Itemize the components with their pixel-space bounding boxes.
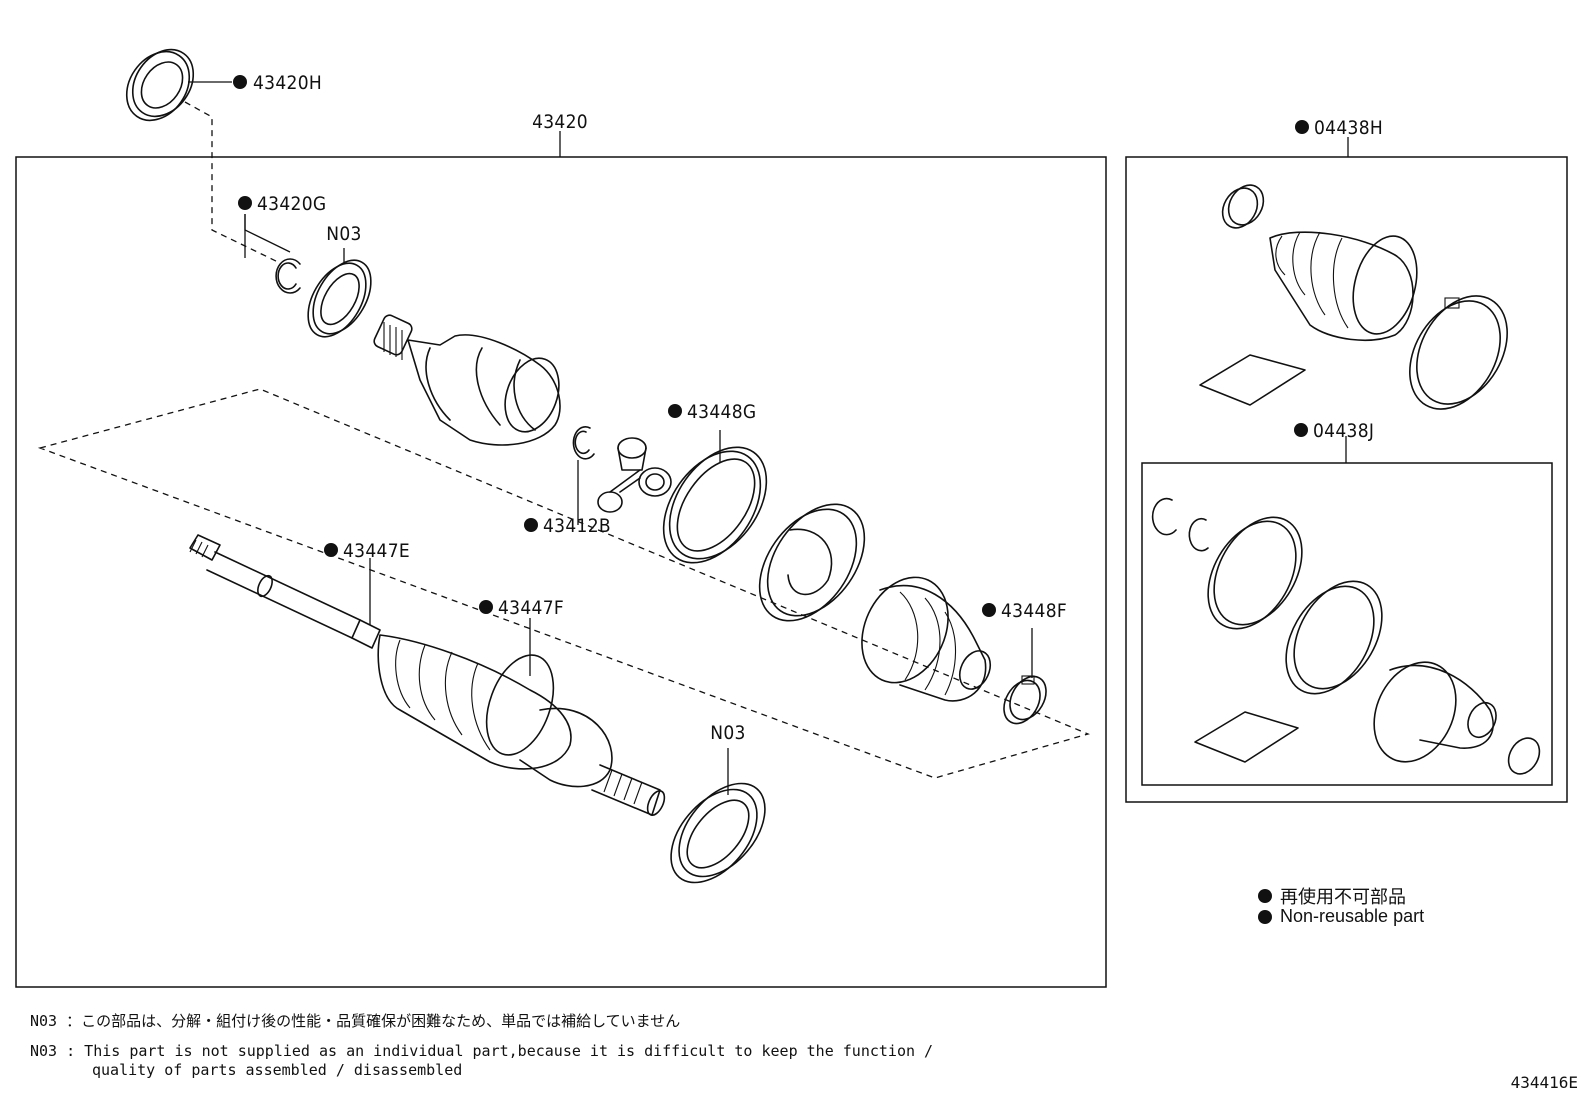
note-jp: N03 ：この部品は、分解・組付け後の性能・品質確保が困難なため、単品では補給し… [30, 1012, 680, 1030]
figure-id: 434416E [1510, 1073, 1578, 1092]
note-jp-text: ：この部品は、分解・組付け後の性能・品質確保が困難なため、単品では補給していませ… [66, 1012, 681, 1030]
legend-jp-text: 再使用不可部品 [1280, 887, 1406, 907]
callout-43448f: 43448F [982, 600, 1067, 622]
note-en: N03 : This part is not supplied as an in… [30, 1042, 933, 1060]
tripod-joint [597, 437, 672, 513]
callout-43420g: 43420G [238, 193, 326, 215]
clamp-43448f [1003, 675, 1047, 725]
note-jp-code: N03 [30, 1012, 58, 1030]
seal-n03-top [307, 259, 372, 338]
callout-n03-bottom: N03 [710, 722, 745, 744]
assembly-box-43420 [15, 156, 1107, 988]
note-en-line2: quality of parts assembled / disassemble… [92, 1061, 463, 1079]
svg-text:43420H: 43420H [253, 72, 322, 94]
callout-04438j: 04438J [1294, 420, 1374, 442]
non-reusable-bullet-icon [1258, 889, 1272, 903]
kit-04438j-parts [1151, 497, 1541, 775]
snap-ring-43420g [275, 258, 301, 294]
boot-bearing-ring [758, 503, 866, 622]
callout-43420: 43420 [532, 111, 588, 133]
outboard-boot-joint [377, 634, 666, 816]
note-en-line1: : This part is not supplied as an indivi… [66, 1042, 934, 1060]
band-43448g [662, 446, 768, 564]
non-reusable-bullet-icon [1258, 909, 1272, 924]
seal-to-snapring-dashline [184, 101, 279, 263]
callout-43412b: 43412B [524, 515, 611, 537]
inboard-joint-housing [373, 314, 561, 446]
callout-04438h: 04438H [1295, 117, 1383, 139]
svg-text:04438H: 04438H [1314, 117, 1383, 139]
svg-text:43420G: 43420G [257, 193, 326, 215]
note-en-code: N03 [30, 1042, 58, 1060]
svg-text:43448F: 43448F [1001, 600, 1067, 622]
kit-04438h-parts [1199, 184, 1508, 410]
callout-43420h: 43420H [233, 72, 322, 94]
inboard-boot [861, 576, 992, 702]
callout-43448g: 43448G [668, 401, 756, 423]
shaft-subassembly-outline [37, 388, 1090, 779]
svg-text:43447E: 43447E [343, 540, 410, 562]
svg-text:43447F: 43447F [498, 597, 564, 619]
legend-en-text: Non-reusable part [1280, 906, 1425, 926]
kit-box-04438J [1141, 462, 1553, 786]
kit-box-04438H [1125, 156, 1568, 803]
callout-n03-top: N03 [326, 223, 361, 245]
callout-43447f: 43447F [479, 597, 564, 619]
svg-text:43448G: 43448G [687, 401, 756, 423]
legend-jp: 再使用不可部品 [1258, 883, 1406, 909]
snap-ring-43412b [572, 426, 595, 460]
svg-text:43412B: 43412B [543, 515, 611, 537]
legend-en: Non-reusable part [1258, 906, 1424, 927]
seal-43420h [125, 48, 195, 122]
svg-text:04438J: 04438J [1313, 420, 1374, 442]
callout-43447e: 43447E [324, 540, 410, 562]
seal-n03-bottom [670, 782, 766, 884]
